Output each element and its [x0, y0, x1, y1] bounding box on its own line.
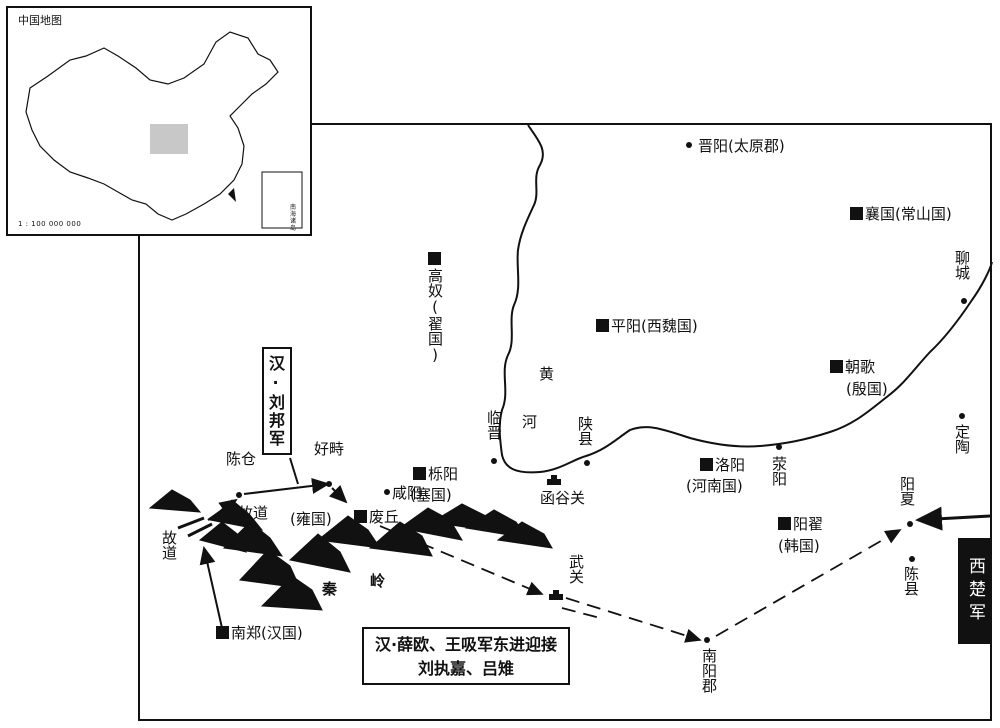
- label-nanyangjun: 南阳郡: [700, 648, 718, 693]
- label-yueyang: 栎阳: [413, 465, 458, 483]
- label-yongguo: (雍国): [290, 510, 332, 528]
- south-sea-inset-box: [261, 171, 303, 229]
- label-chaoge-state: (殷国): [846, 380, 888, 398]
- label-luoyang-state: (河南国): [686, 477, 743, 495]
- inset-scale: 1 : 100 000 000: [18, 220, 82, 228]
- label-xingyang: 荥阳: [770, 456, 788, 486]
- eastward-army-callout: 汉·薛欧、王吸军东进迎接刘执嘉、吕雉: [362, 627, 570, 685]
- capital-square-icon: [428, 252, 441, 265]
- label-yangdi: 阳翟: [778, 515, 823, 533]
- dot-xingyang: [776, 444, 782, 450]
- label-linjin: 临晋: [485, 410, 503, 440]
- capital-square-icon: [778, 517, 791, 530]
- wu-pass-fort-icon: [549, 590, 563, 600]
- capital-square-icon: [216, 626, 229, 639]
- qinling-mountains: [148, 489, 553, 611]
- inset-china-map: 中国地图 南海诸岛 1 : 100 000 000: [6, 6, 312, 236]
- dot-gudao: [230, 509, 236, 515]
- marker-gaonu: [428, 250, 443, 268]
- label-xiangguo-text: 襄国(常山国): [865, 205, 952, 223]
- dot-nanyang: [704, 637, 710, 643]
- label-chaoge: 朝歌: [830, 358, 875, 376]
- label-liaocheng: 聊城: [953, 250, 971, 280]
- inset-highlight: [150, 124, 188, 154]
- label-hanguguan: 函谷关: [540, 489, 586, 507]
- label-haozhi: 好畤: [314, 440, 345, 458]
- chu-army-label: 西楚军: [958, 538, 992, 644]
- label-yangdi-text: 阳翟: [793, 515, 824, 533]
- label-yellow-river-1: 黄: [537, 366, 555, 381]
- dot-yangxia: [907, 521, 913, 527]
- dot-dingtao: [959, 413, 965, 419]
- label-chaoge-text: 朝歌: [845, 358, 876, 376]
- label-gudao-1: 故道: [238, 504, 269, 522]
- inset-title: 中国地图: [18, 14, 62, 27]
- eastward-dashed-route: [379, 525, 902, 643]
- dot-jinyang: [686, 142, 692, 148]
- dot-liaocheng: [961, 298, 967, 304]
- label-yueyang-text: 栎阳: [428, 465, 459, 483]
- label-nanzheng-text: 南郑(汉国): [231, 624, 303, 642]
- label-yangxia: 阳夏: [898, 476, 916, 506]
- capital-square-icon: [596, 319, 609, 332]
- label-luoyang-text: 洛阳: [715, 456, 746, 474]
- label-nanzheng: 南郑(汉国): [216, 624, 303, 642]
- chu-army-arrow: [915, 506, 991, 531]
- capital-square-icon: [830, 360, 843, 373]
- capital-square-icon: [850, 207, 863, 220]
- label-chenxian: 陈县: [902, 566, 920, 596]
- china-outline: [25, 31, 303, 229]
- label-shanxian: 陕县: [576, 416, 594, 446]
- dot-shanxian: [584, 460, 590, 466]
- label-feiqiu-text: 废丘: [369, 508, 400, 526]
- label-gaonu: 高奴(翟国): [426, 268, 444, 364]
- yellow-river: [498, 124, 993, 474]
- han-army-callout: 汉·刘邦军: [262, 347, 292, 455]
- label-feiqiu: 废丘: [354, 508, 399, 526]
- label-yangdi-state: (韩国): [778, 537, 820, 555]
- label-chencang: 陈仓: [226, 450, 257, 468]
- label-pingyang-text: 平阳(西魏国): [611, 317, 698, 335]
- dot-chenxian: [909, 556, 915, 562]
- label-yellow-river-2: 河: [520, 414, 538, 429]
- label-qin: 秦: [322, 580, 338, 598]
- hangu-pass-fort-icon: [547, 475, 561, 485]
- gudao-pass-strokes: [177, 516, 213, 538]
- capital-square-icon: [354, 510, 367, 523]
- capital-square-icon: [413, 467, 426, 480]
- label-gudao-2: 故道: [160, 530, 178, 560]
- label-saiguo: (塞国): [410, 486, 452, 504]
- label-pingyang: 平阳(西魏国): [596, 317, 698, 335]
- label-xianyang: 咸阳: [392, 484, 423, 502]
- label-ling: 岭: [370, 572, 386, 590]
- liu-bang-route: [199, 457, 348, 629]
- dot-xianyang: [384, 489, 390, 495]
- capital-square-icon: [700, 458, 713, 471]
- dot-linjin: [491, 458, 497, 464]
- label-jinyang: 晋阳(太原郡): [698, 137, 785, 155]
- south-sea-islands-label: 南海诸岛: [290, 204, 297, 232]
- dot-haozhi: [326, 481, 332, 487]
- label-xiangguo: 襄国(常山国): [850, 205, 952, 223]
- label-wuguan: 武关: [567, 554, 585, 584]
- label-dingtao: 定陶: [953, 424, 971, 454]
- label-luoyang: 洛阳: [700, 456, 745, 474]
- dot-chencang: [236, 492, 242, 498]
